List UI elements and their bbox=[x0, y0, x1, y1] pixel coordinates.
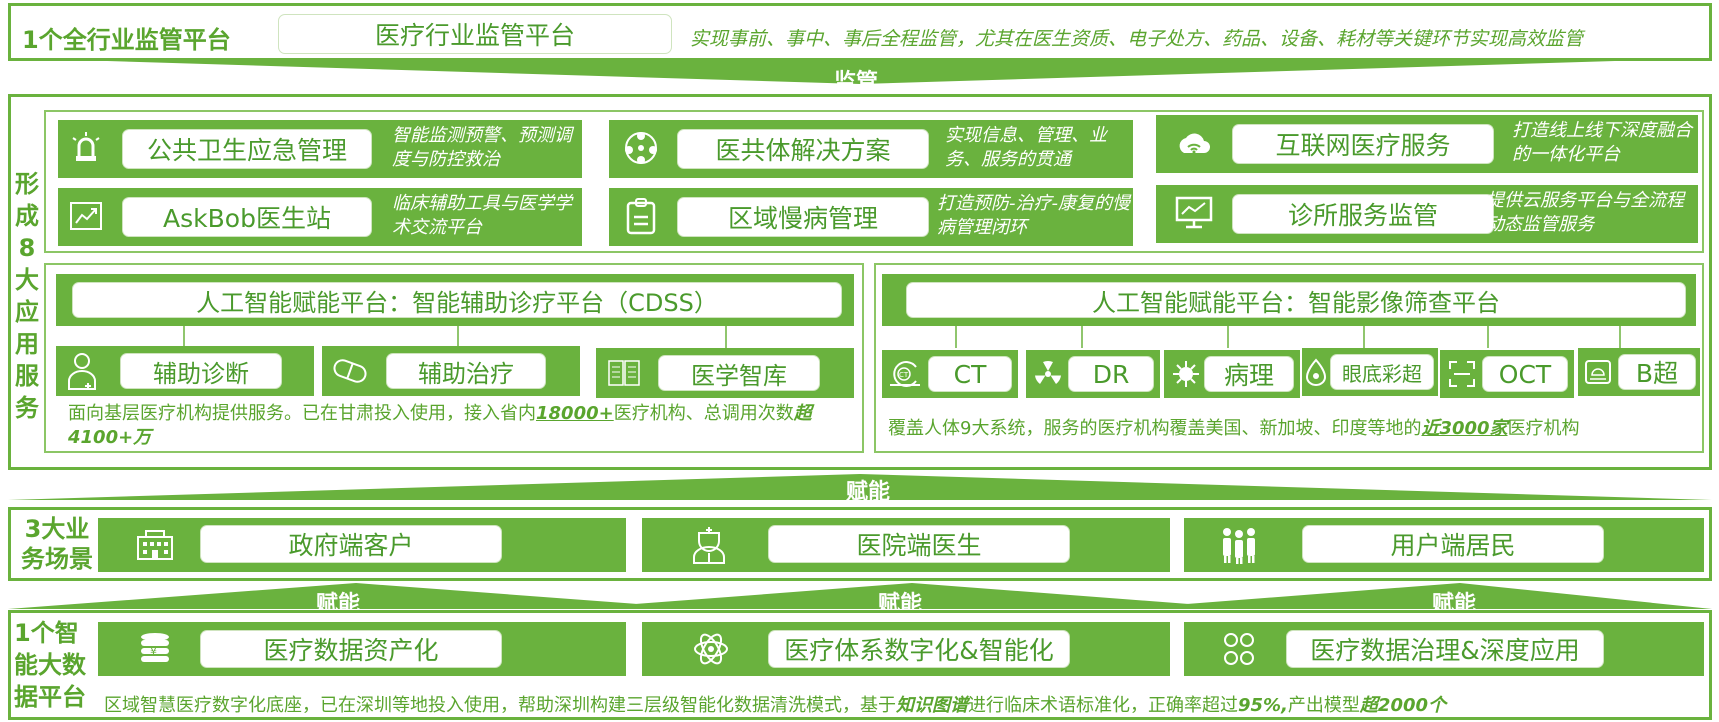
book-icon bbox=[602, 350, 646, 396]
apps-label-char: 成 bbox=[15, 202, 39, 230]
people-network-icon bbox=[617, 124, 665, 172]
data-desc-pre: 区域智慧医疗数字化底座，已在深圳等地投入使用，帮助深圳构建三层级智能化数据清洗模… bbox=[104, 695, 896, 716]
doctor-icon bbox=[60, 348, 104, 394]
cdss-desc-num: 18000+ bbox=[536, 403, 614, 424]
radiation-icon bbox=[1028, 352, 1068, 396]
imaging-item-name: OCT bbox=[1482, 356, 1568, 392]
imaging-panel bbox=[874, 263, 1704, 453]
apps-label-char: 务 bbox=[15, 394, 39, 422]
app-name: 公共卫生应急管理 bbox=[122, 129, 372, 169]
apps-label-char: 8 bbox=[18, 234, 36, 262]
data-platform-item-name: 医疗数据治理&深度应用 bbox=[1286, 630, 1604, 668]
imaging-item-name: 病理 bbox=[1204, 356, 1294, 392]
regulation-platform-name: 医疗行业监管平台 bbox=[278, 14, 672, 54]
scene-name: 医院端医生 bbox=[768, 525, 1070, 563]
data-platform-desc: 区域智慧医疗数字化底座，已在深圳等地投入使用，帮助深圳构建三层级智能化数据清洗模… bbox=[104, 691, 1708, 717]
app-desc: 打造线上线下深度融合的一体化平台 bbox=[1512, 120, 1692, 165]
imaging-title: 人工智能赋能平台：智能影像筛查平台 bbox=[906, 282, 1686, 318]
imaging-connectors bbox=[955, 326, 1621, 348]
data-desc-mid2: 产出模型 bbox=[1287, 695, 1360, 716]
data-desc-pct: 95%, bbox=[1238, 695, 1288, 716]
supervision-arrow bbox=[8, 58, 1712, 84]
scan-frame-icon bbox=[1442, 352, 1482, 396]
clipboard-icon bbox=[617, 192, 665, 240]
scenes-section bbox=[8, 507, 1712, 581]
imaging-item-name: DR bbox=[1068, 356, 1154, 392]
enable-arrow-label: 赋能 bbox=[846, 480, 891, 505]
ultrasound-icon bbox=[1580, 350, 1616, 394]
money-stack-icon: ¥ bbox=[130, 624, 180, 674]
apps-label-char: 用 bbox=[15, 330, 39, 358]
apps-label: 形 成 8 大 应 用 服 务 bbox=[14, 168, 40, 424]
building-icon bbox=[130, 522, 180, 568]
apps-label-char: 应 bbox=[15, 298, 39, 326]
wifi-cloud-icon bbox=[1170, 119, 1218, 167]
enable-arrows-row bbox=[8, 583, 1712, 609]
scenes-label: 3大业务场景 bbox=[21, 515, 93, 573]
pill-icon bbox=[328, 348, 372, 394]
eye-icon bbox=[1302, 350, 1330, 394]
cdss-item-name: 医学智库 bbox=[658, 355, 820, 391]
imaging-item-name: CT bbox=[928, 356, 1012, 392]
imaging-desc-pre: 覆盖人体9大系统，服务的医疗机构覆盖美国、新加坡、印度等地的 bbox=[888, 418, 1422, 439]
data-desc-models: 超2000个 bbox=[1359, 695, 1447, 716]
scene-name: 政府端客户 bbox=[200, 525, 502, 563]
ct-scanner-icon: CT bbox=[884, 352, 926, 396]
data-platform-item-name: 医疗数据资产化 bbox=[200, 630, 502, 668]
cdss-desc-num2: 超4100+万 bbox=[68, 403, 812, 448]
app-desc: 打造预防-治疗-康复的慢病管理闭环 bbox=[937, 193, 1130, 238]
atom-icon bbox=[686, 624, 736, 674]
app-desc: 智能监测预警、预测调度与防控救治 bbox=[392, 125, 572, 170]
apps-label-char: 服 bbox=[15, 362, 39, 390]
dots-grid-icon bbox=[1214, 624, 1264, 674]
family-icon bbox=[1214, 520, 1264, 570]
cdss-connectors bbox=[183, 326, 727, 348]
data-desc-kg: 知识图谱 bbox=[896, 695, 968, 716]
app-name: 区域慢病管理 bbox=[677, 197, 929, 237]
apps-label-char: 大 bbox=[15, 266, 39, 294]
virus-icon bbox=[1166, 352, 1206, 396]
siren-icon bbox=[62, 124, 110, 172]
app-desc: 提供云服务平台与全流程动态监管服务 bbox=[1486, 190, 1684, 235]
enable-arrow-up bbox=[8, 474, 1712, 500]
imaging-desc-post: 医疗机构 bbox=[1507, 418, 1580, 439]
cdss-item-name: 辅助治疗 bbox=[386, 353, 546, 389]
monitor-chart-icon bbox=[1170, 189, 1218, 237]
app-name: 诊所服务监管 bbox=[1232, 194, 1494, 234]
scene-name: 用户端居民 bbox=[1302, 525, 1604, 563]
data-platform-label: 1个智能大数据平台 bbox=[14, 619, 86, 711]
cdss-item-name: 辅助诊断 bbox=[120, 353, 282, 389]
app-name: 互联网医疗服务 bbox=[1232, 124, 1494, 164]
cdss-panel bbox=[44, 263, 864, 453]
app-desc: 临床辅助工具与医学学术交流平台 bbox=[392, 193, 572, 238]
app-name: 医共体解决方案 bbox=[677, 129, 929, 169]
apps-label-char: 形 bbox=[15, 170, 39, 198]
nurse-icon bbox=[684, 520, 734, 570]
supervision-arrow-label: 监管 bbox=[834, 70, 879, 95]
data-platform-section bbox=[8, 610, 1712, 720]
cdss-title: 人工智能赋能平台：智能辅助诊疗平台（CDSS） bbox=[72, 282, 842, 318]
imaging-item-name: B超 bbox=[1618, 354, 1696, 390]
cdss-desc: 面向基层医疗机构提供服务。已在甘肃投入使用，接入省内18000+医疗机构、总调用… bbox=[68, 402, 858, 450]
svg-text:¥: ¥ bbox=[150, 645, 157, 658]
regulation-label: 1个全行业监管平台 bbox=[22, 26, 231, 54]
svg-text:CT: CT bbox=[899, 371, 909, 379]
imaging-desc-num: 近3000家 bbox=[1421, 418, 1508, 439]
regulation-desc: 实现事前、事中、事后全程监管，尤其在医生资质、电子处方、药品、设备、耗材等关键环… bbox=[690, 28, 1584, 50]
app-name: AskBob医生站 bbox=[122, 197, 372, 237]
cdss-desc-mid: 医疗机构、总调用次数 bbox=[613, 403, 794, 424]
apps-grid-outline bbox=[44, 110, 1704, 253]
app-desc: 实现信息、管理、业务、服务的贯通 bbox=[945, 125, 1107, 170]
imaging-desc: 覆盖人体9大系统，服务的医疗机构覆盖美国、新加坡、印度等地的近3000家医疗机构 bbox=[888, 414, 1704, 440]
data-desc-mid: 进行临床术语标准化，正确率超过 bbox=[968, 695, 1238, 716]
imaging-item-name: 眼底彩超 bbox=[1330, 354, 1434, 390]
data-platform-item-name: 医疗体系数字化&智能化 bbox=[768, 630, 1070, 668]
cdss-desc-pre: 面向基层医疗机构提供服务。已在甘肃投入使用，接入省内 bbox=[68, 403, 536, 424]
trend-chart-icon bbox=[62, 192, 110, 240]
apps-section bbox=[8, 94, 1712, 470]
